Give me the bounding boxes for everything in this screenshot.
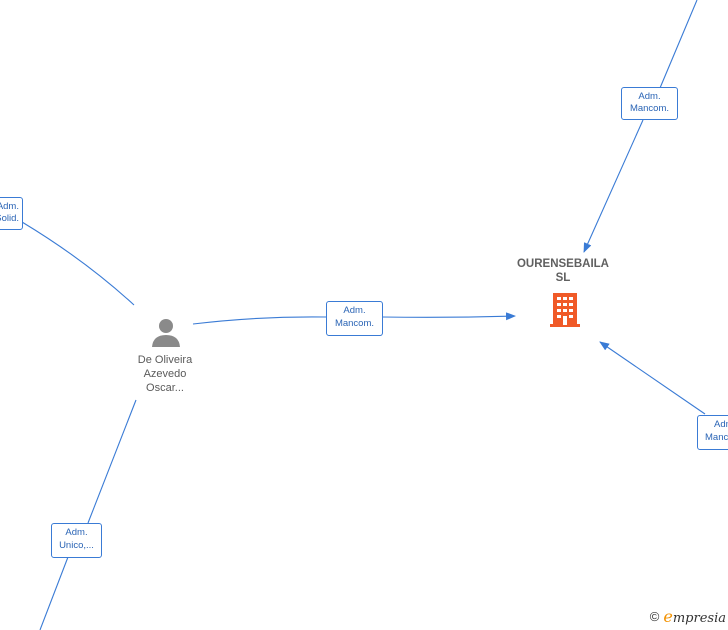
edge-label-top-line2: Mancom. [629, 103, 670, 114]
edge-label-right-bottom-line2: Mancom. [705, 432, 728, 443]
person-name-line1: De Oliveira [137, 354, 193, 366]
person-node-label[interactable]: De Oliveira Azevedo Oscar... [118, 353, 212, 395]
edge-top [659, 0, 698, 89]
person-icon[interactable] [151, 318, 181, 348]
edge-label-left-top-line2: Solid. [0, 213, 19, 224]
edge-top-arrow [583, 119, 644, 253]
edge-bottom-left [87, 399, 137, 524]
edge-label-left-top-line1: Adm. [0, 201, 19, 212]
edge-bottom-left-tail [39, 556, 69, 630]
edge-right-bottom-arrow [599, 341, 706, 415]
edge-label-bottom-left[interactable]: Adm. Unico,... [51, 523, 102, 558]
edge-label-person-company-line1: Adm. [343, 305, 366, 316]
edge-label-top-line1: Adm. [638, 91, 661, 102]
edge-left-top [21, 221, 135, 306]
edge-label-bottom-left-line1: Adm. [65, 527, 88, 538]
edge-label-bottom-left-line2: Unico,... [59, 540, 94, 551]
person-name-line3: Oscar... [146, 382, 184, 394]
company-node-label[interactable]: OURENSEBAILA SL [505, 257, 621, 285]
brand-logo-initial: e [663, 607, 673, 626]
edge-person-company-arrow [381, 312, 516, 321]
company-name-line1: OURENSEBAILA [516, 258, 609, 270]
company-name-line2: SL [555, 272, 571, 284]
edge-person-company [192, 316, 328, 325]
edge-label-person-company[interactable]: Adm. Mancom. [326, 301, 383, 336]
brand-watermark: © empresia [650, 607, 726, 626]
building-icon[interactable] [548, 292, 582, 328]
person-name-line2: Azevedo [143, 368, 187, 380]
edge-label-person-company-line2: Mancom. [334, 318, 375, 329]
brand-name: mpresia [672, 611, 726, 626]
edge-label-right-bottom[interactable]: Adm. Mancom. [697, 415, 728, 450]
edge-label-top[interactable]: Adm. Mancom. [621, 87, 678, 120]
edge-label-left-top[interactable]: Adm. Solid. [0, 197, 23, 230]
copyright-symbol: © [649, 609, 660, 624]
edge-label-right-bottom-line1: Adm. [714, 419, 728, 430]
